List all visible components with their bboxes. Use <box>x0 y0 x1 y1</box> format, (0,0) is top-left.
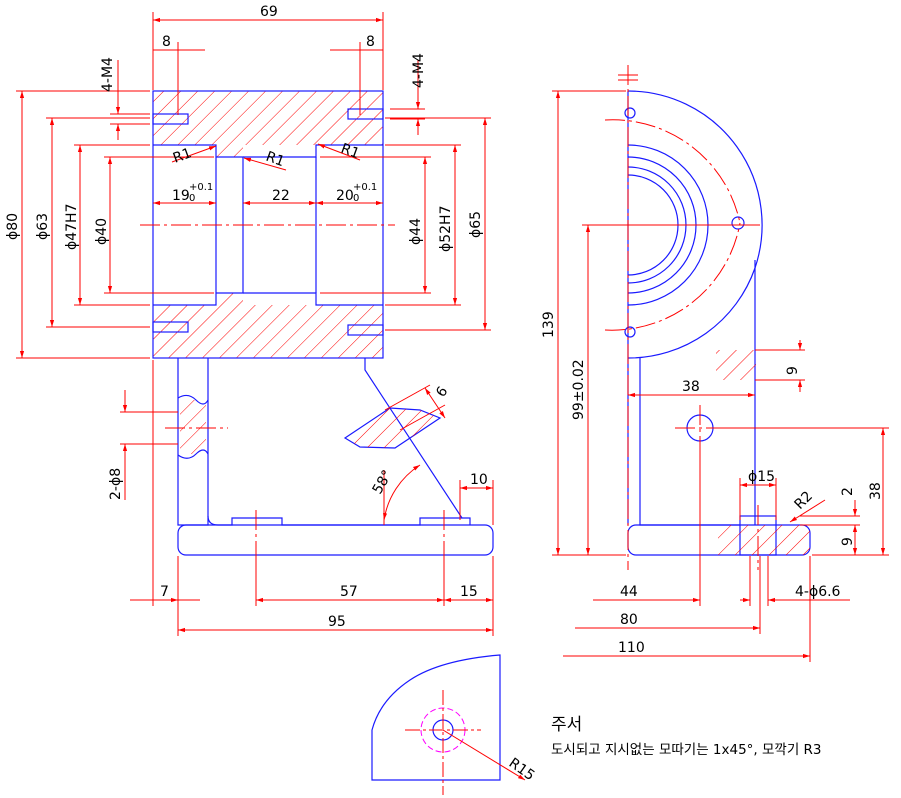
dimension-lines <box>16 12 494 636</box>
side-view <box>552 65 889 662</box>
dim-80-side: 80 <box>620 612 638 628</box>
dim-20: 20 <box>336 188 354 204</box>
dim-phi63: ϕ63 <box>35 213 51 240</box>
dim-9-top: 9 <box>785 366 801 375</box>
dim-8-left: 8 <box>162 34 171 50</box>
dim-phi65: ϕ65 <box>468 211 484 238</box>
dim-2-phi8: 2-ϕ8 <box>108 468 124 500</box>
dim-15: 15 <box>460 584 478 600</box>
dim-20-tol-upper: +0.1 <box>353 182 377 193</box>
dim-r2: R2 <box>792 488 816 512</box>
dim-38-right: 38 <box>868 482 884 500</box>
dim-4-phi6-6: 4-ϕ6.6 <box>795 584 841 600</box>
dim-38-side: 38 <box>682 379 700 395</box>
center-lines <box>140 224 445 565</box>
side-center-lines <box>604 65 759 570</box>
dim-phi15: ϕ15 <box>748 469 775 485</box>
dim-r1-c: R1 <box>339 141 362 162</box>
dim-10: 10 <box>470 472 488 488</box>
dim-19: 19 <box>172 188 190 204</box>
side-outline <box>624 90 811 556</box>
dim-4-m4-right: 4-M4 <box>411 53 427 88</box>
dim-57: 57 <box>340 584 358 600</box>
dim-69: 69 <box>260 4 278 20</box>
dim-phi47h7: ϕ47H7 <box>64 204 80 250</box>
dim-99: 99±0.02 <box>571 359 587 420</box>
dim-22: 22 <box>272 188 290 204</box>
hatched-section <box>153 91 383 358</box>
dim-7: 7 <box>160 584 169 600</box>
side-dimension-lines <box>552 74 889 662</box>
dim-6: 6 <box>433 384 451 401</box>
dim-r1-a: R1 <box>171 145 194 166</box>
detail-view <box>371 654 526 795</box>
dim-2-side: 2 <box>840 487 856 496</box>
dimension-labels: 69 8 8 4-M4 4-M4 ϕ80 ϕ63 ϕ47H7 ϕ40 ϕ44 ϕ… <box>5 4 884 784</box>
dim-19-tol-upper: +0.1 <box>189 182 213 193</box>
dim-139: 139 <box>541 311 557 338</box>
notes-body: 도시되고 지시없는 모따기는 1x45°, 모깍기 R3 <box>551 742 822 758</box>
dim-9-bottom: 9 <box>840 537 856 546</box>
dim-8-right: 8 <box>366 34 375 50</box>
notes-title: 주서 <box>551 715 583 735</box>
dim-phi40: ϕ40 <box>94 218 110 245</box>
dim-phi52h7: ϕ52H7 <box>438 206 454 252</box>
front-section-view <box>16 12 494 636</box>
dim-44: 44 <box>620 584 638 600</box>
dim-r15: R15 <box>506 755 538 784</box>
dim-95: 95 <box>328 614 346 630</box>
dim-phi80: ϕ80 <box>5 213 21 240</box>
dim-110: 110 <box>618 640 645 656</box>
dim-phi44: ϕ44 <box>408 218 424 245</box>
dim-4-m4-left: 4-M4 <box>100 57 116 92</box>
dim-r1-b: R1 <box>264 149 287 170</box>
dim-58-deg: 58° <box>370 467 396 497</box>
dim-20-tol-lower: 0 <box>353 193 359 204</box>
dim-19-tol-lower: 0 <box>189 193 195 204</box>
